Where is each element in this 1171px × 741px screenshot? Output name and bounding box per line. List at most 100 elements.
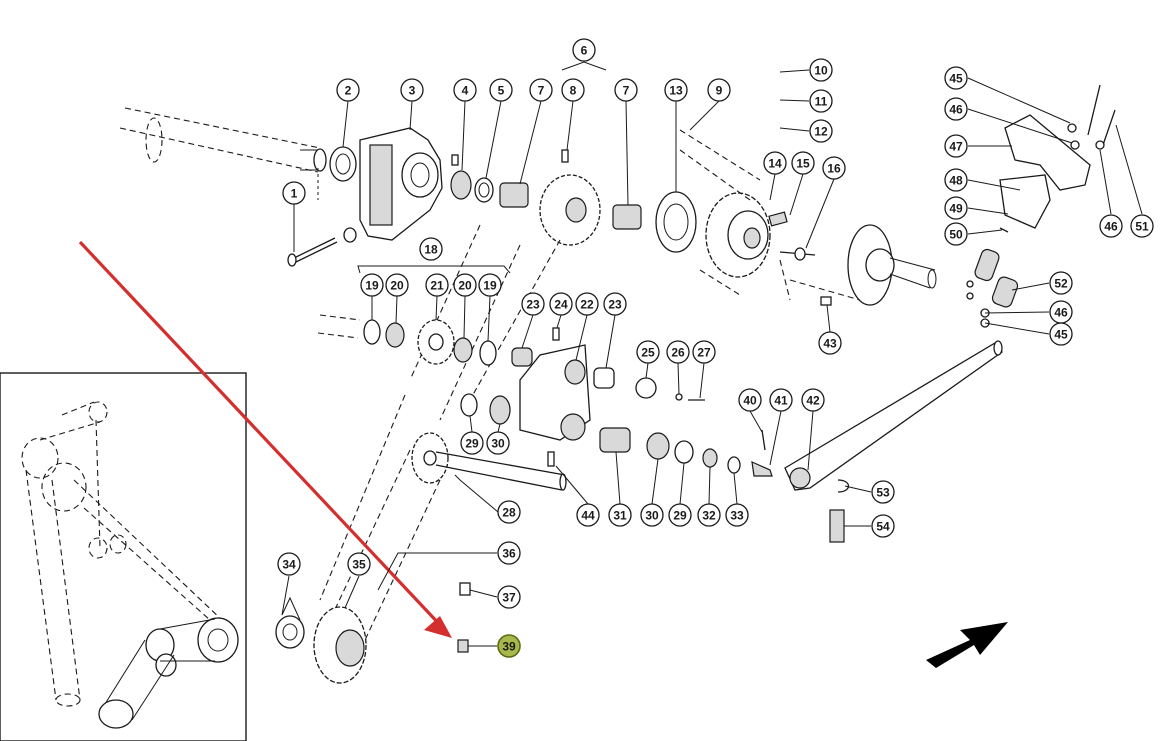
callout[interactable]: 32 xyxy=(697,503,721,527)
callout[interactable]: 45 xyxy=(1049,322,1073,346)
callout-circle xyxy=(277,552,301,576)
callout-number: 26 xyxy=(671,346,685,360)
callout-number: 54 xyxy=(876,520,890,534)
callout[interactable]: 1 xyxy=(282,181,306,205)
leader-line xyxy=(575,314,588,361)
callout[interactable]: 31 xyxy=(608,503,632,527)
leader-line xyxy=(967,77,1071,124)
callout-circle xyxy=(478,273,502,297)
callout[interactable]: 29 xyxy=(668,503,692,527)
callout-number: 23 xyxy=(526,298,540,312)
main-shaft xyxy=(119,107,327,200)
callout-number: 7 xyxy=(623,84,630,98)
callout[interactable]: 26 xyxy=(666,340,690,364)
callout[interactable]: 11 xyxy=(809,89,833,113)
direction-arrow-icon xyxy=(926,622,1008,668)
leader-line xyxy=(769,410,782,466)
callout[interactable]: 12 xyxy=(809,119,833,143)
callout-number: 35 xyxy=(352,558,366,572)
callout[interactable]: 36 xyxy=(497,541,521,565)
leader-line xyxy=(461,100,466,171)
callout-circle xyxy=(282,181,306,205)
callout[interactable]: 40 xyxy=(738,388,762,412)
callout[interactable]: 18 xyxy=(419,237,443,261)
callout[interactable]: 22 xyxy=(575,292,599,316)
callout-number: 24 xyxy=(554,298,568,312)
callout-circle xyxy=(453,78,477,102)
callout[interactable]: 30 xyxy=(640,503,664,527)
callout[interactable]: 4 xyxy=(453,78,477,102)
callout[interactable]: 46 xyxy=(1099,214,1123,238)
callout[interactable]: 5 xyxy=(489,78,513,102)
callout-number: 7 xyxy=(538,84,545,98)
callout[interactable]: 28 xyxy=(497,500,521,524)
callout[interactable]: 10 xyxy=(809,58,833,82)
callout[interactable]: 25 xyxy=(636,340,660,364)
callout[interactable]: 8 xyxy=(561,78,585,102)
callout-number: 37 xyxy=(502,591,516,605)
callout[interactable]: 14 xyxy=(763,151,787,175)
callout-number: 29 xyxy=(673,509,687,523)
callout[interactable]: 47 xyxy=(944,134,968,158)
callout[interactable]: 35 xyxy=(347,552,371,576)
callout[interactable]: 13 xyxy=(664,78,688,102)
leader-line xyxy=(377,552,497,591)
callout[interactable]: 30 xyxy=(486,431,510,455)
callout-number: 48 xyxy=(949,174,963,188)
callout[interactable]: 20 xyxy=(453,273,477,297)
callout[interactable]: 46 xyxy=(1049,300,1073,324)
callout[interactable]: 6 xyxy=(572,38,596,62)
callout-circle xyxy=(1130,214,1154,238)
callout[interactable]: 37 xyxy=(497,585,521,609)
leader-line xyxy=(779,99,810,102)
callout[interactable]: 19 xyxy=(360,273,384,297)
leader-line xyxy=(615,451,621,505)
callout[interactable]: 46 xyxy=(944,97,968,121)
callout-number: 5 xyxy=(498,84,505,98)
callout[interactable]: 53 xyxy=(871,480,895,504)
callout[interactable]: 41 xyxy=(769,388,793,412)
callout[interactable]: 23 xyxy=(603,292,627,316)
callout[interactable]: 29 xyxy=(460,431,484,455)
callout[interactable]: 7 xyxy=(614,78,638,102)
callout-circle xyxy=(822,156,846,180)
callout[interactable]: 52 xyxy=(1049,271,1073,295)
leader-line xyxy=(519,100,542,185)
callout-circle xyxy=(614,78,638,102)
callout-number: 18 xyxy=(424,243,438,257)
callout[interactable]: 51 xyxy=(1130,214,1154,238)
callout-circle xyxy=(664,78,688,102)
inset-detail-view xyxy=(0,372,247,741)
callout-number: 21 xyxy=(430,279,444,293)
callout[interactable]: 49 xyxy=(944,196,968,220)
callout-highlighted[interactable]: 39 xyxy=(497,634,521,658)
callout[interactable]: 16 xyxy=(822,156,846,180)
callout[interactable]: 21 xyxy=(425,273,449,297)
leader-line xyxy=(967,108,1073,144)
callout[interactable]: 27 xyxy=(692,340,716,364)
callout[interactable]: 3 xyxy=(400,78,424,102)
callout[interactable]: 43 xyxy=(818,331,842,355)
callout[interactable]: 33 xyxy=(725,503,749,527)
callout[interactable]: 9 xyxy=(707,78,731,102)
callout[interactable]: 24 xyxy=(549,292,573,316)
callout-number: 42 xyxy=(806,394,820,408)
callout[interactable]: 50 xyxy=(944,222,968,246)
callout[interactable]: 19 xyxy=(478,273,502,297)
callout[interactable]: 23 xyxy=(521,292,545,316)
callout[interactable]: 45 xyxy=(944,66,968,90)
callout[interactable]: 7 xyxy=(529,78,553,102)
leader-line xyxy=(281,575,301,621)
callout-number: 1 xyxy=(291,187,298,201)
callout-number: 9 xyxy=(716,84,723,98)
callout[interactable]: 15 xyxy=(791,151,815,175)
callout[interactable]: 54 xyxy=(871,514,895,538)
callout[interactable]: 2 xyxy=(336,78,360,102)
callout[interactable]: 34 xyxy=(277,552,301,576)
callout[interactable]: 48 xyxy=(944,168,968,192)
leader-line xyxy=(555,465,589,505)
callout[interactable]: 42 xyxy=(801,388,825,412)
callout-number: 27 xyxy=(697,346,711,360)
callout[interactable]: 44 xyxy=(576,503,600,527)
callout[interactable]: 20 xyxy=(385,273,409,297)
